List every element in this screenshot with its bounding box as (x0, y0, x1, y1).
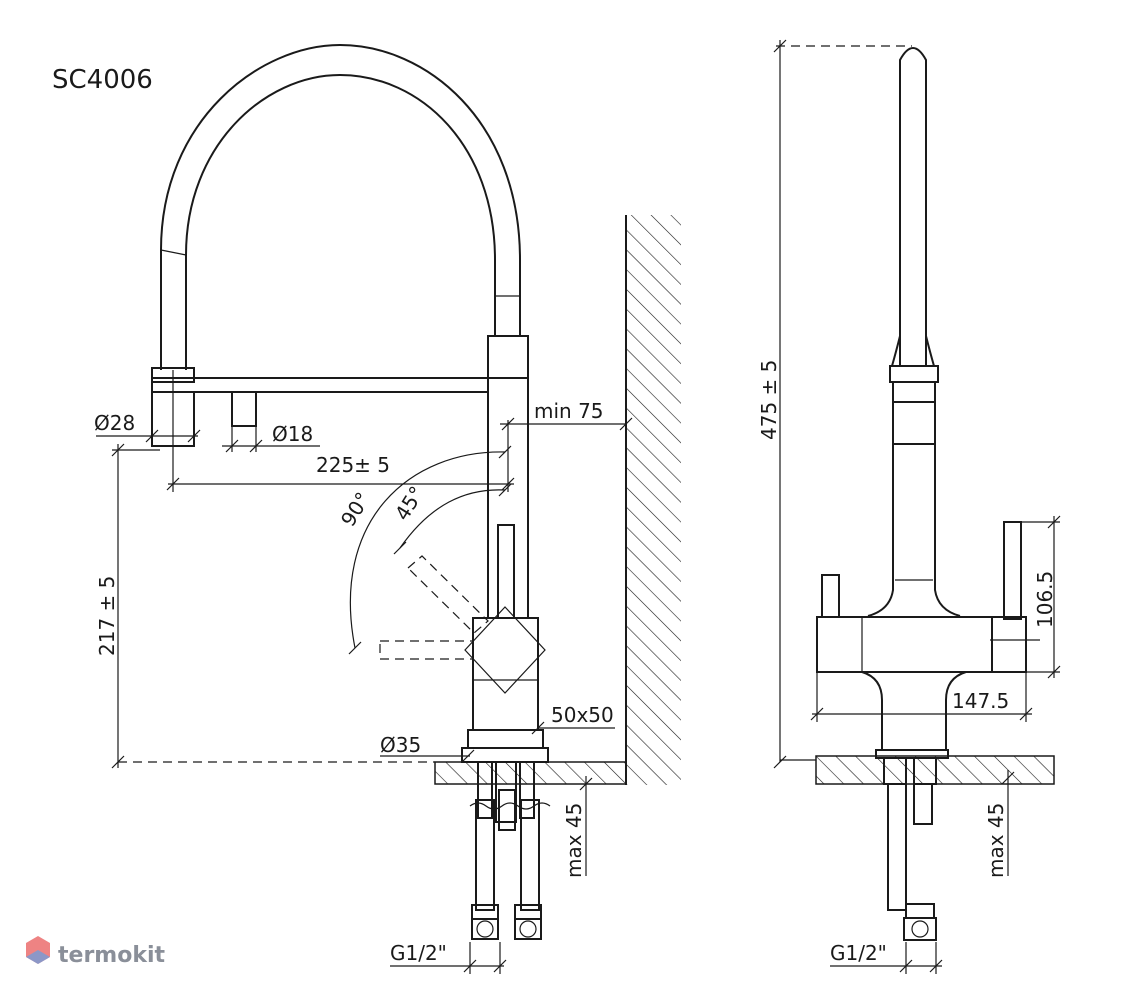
base-plate (467, 729, 544, 749)
hose-outer (160, 43, 521, 370)
side-view: Ø28 Ø18 225± 5 min 75 90° 45° (94, 43, 681, 974)
dim-total-height: 475 ± 5 (757, 360, 781, 440)
arc-45 (399, 489, 506, 549)
front-view: 475 ± 5 106.5 147.5 max 45 G1/2" (757, 39, 1061, 974)
fitting-left-1 (471, 918, 499, 940)
dim-body-width: 147.5 (952, 689, 1009, 713)
countertop-left (434, 761, 627, 785)
column-right (867, 444, 961, 617)
handle-small (821, 574, 840, 618)
hose-left-2 (520, 799, 540, 911)
dim-d18: Ø18 (272, 422, 313, 446)
lever (497, 524, 515, 619)
hose-right-1 (887, 783, 907, 911)
brand-watermark: termokit (26, 936, 165, 968)
fitting-right (903, 917, 937, 941)
brand-logo-icon (26, 936, 50, 964)
dim-base-size: 50x50 (551, 703, 614, 727)
base-right (875, 749, 949, 759)
dim-thread-left: G1/2" (390, 941, 447, 965)
body-column (487, 377, 529, 619)
model-title: SC4006 (52, 65, 153, 95)
dim-angle-45: 45° (390, 482, 429, 525)
handle-large (1003, 521, 1022, 620)
brand-name: termokit (58, 943, 165, 968)
lever-45-position (407, 555, 489, 634)
hose-inner (185, 73, 496, 370)
upper-spout (899, 47, 927, 366)
dim-handle-height: 106.5 (1033, 571, 1057, 628)
fitting-left-2 (514, 918, 542, 940)
dim-spout-height: 217 ± 5 (95, 576, 119, 656)
dim-d28: Ø28 (94, 411, 135, 435)
hose-right-2 (913, 783, 933, 825)
wall-hatch (626, 215, 681, 785)
dim-thread-right: G1/2" (830, 941, 887, 965)
support-arm (151, 377, 489, 393)
dim-wall-clearance: min 75 (534, 399, 604, 423)
arc-90 (349, 451, 506, 649)
dim-max-thickness-left: max 45 (562, 803, 586, 878)
hose-left-1 (475, 799, 495, 911)
spout-collar (487, 335, 529, 379)
dim-reach: 225± 5 (316, 453, 390, 477)
mixer-block (472, 617, 539, 731)
body-right (816, 616, 993, 673)
collar-right (889, 365, 939, 383)
nozzle (231, 391, 257, 427)
lever-90-position (379, 640, 474, 660)
dim-d35: Ø35 (380, 733, 421, 757)
dim-max-thickness-right: max 45 (984, 803, 1008, 878)
